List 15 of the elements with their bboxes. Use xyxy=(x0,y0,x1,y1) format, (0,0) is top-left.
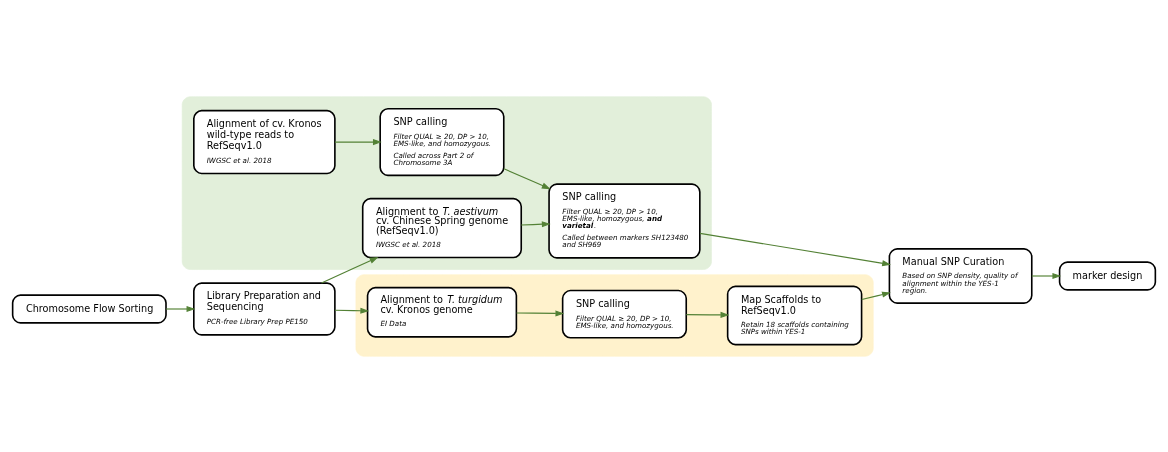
arrow xyxy=(861,291,891,300)
arrow xyxy=(685,311,730,318)
node-box: marker design xyxy=(1058,260,1157,291)
arrow xyxy=(1031,272,1062,279)
arrow xyxy=(334,307,370,314)
arrow xyxy=(320,256,379,284)
arrow xyxy=(165,305,196,312)
arrow xyxy=(516,309,565,317)
arrow xyxy=(334,138,382,145)
arrow xyxy=(699,232,891,266)
cluster xyxy=(355,273,874,357)
arrow xyxy=(503,167,551,189)
cluster xyxy=(181,95,712,270)
node-box: Chromosome Flow Sorting xyxy=(11,293,167,324)
arrow xyxy=(520,220,551,227)
